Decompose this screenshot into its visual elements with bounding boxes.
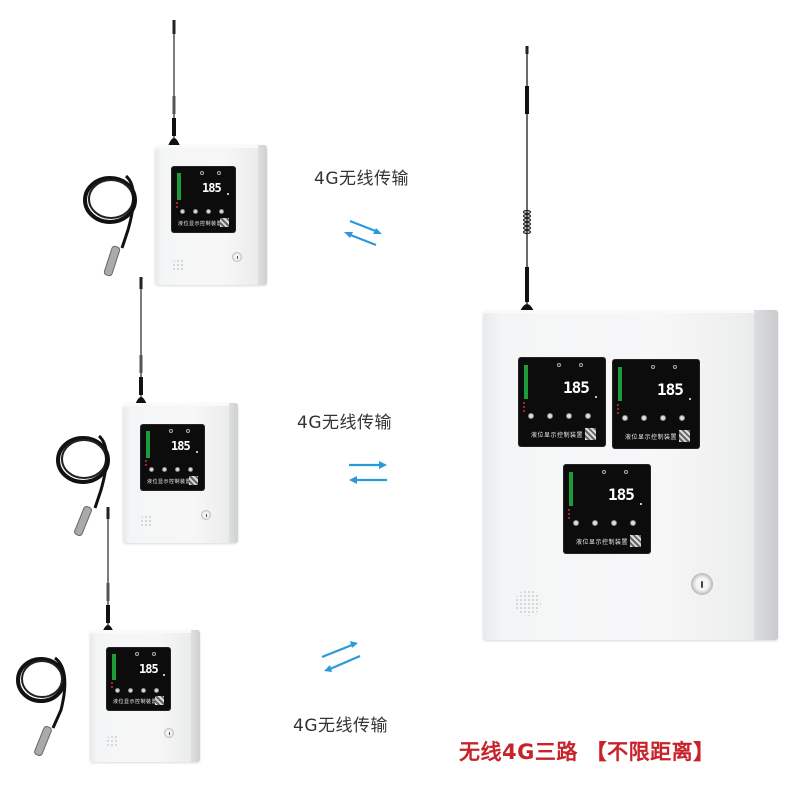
qr-code-icon: [189, 476, 198, 485]
speaker-grille-icon: [140, 515, 153, 528]
remote-unit-3-display-panel: 185 液位显示控制装置: [107, 648, 170, 710]
level-sensor-icon: [83, 174, 137, 277]
level-reading: 185: [202, 181, 222, 195]
button-4[interactable]: [679, 415, 685, 421]
speaker-grille-icon: [515, 590, 541, 616]
button-3[interactable]: [175, 467, 180, 472]
button-1[interactable]: [180, 209, 185, 214]
main-panel-2: 185 液位显示控制装置: [613, 360, 699, 448]
antenna-icon: [135, 277, 147, 405]
product-headline: 无线4G三路 【不限距离】: [459, 740, 715, 764]
button-2[interactable]: [641, 415, 647, 421]
button-2[interactable]: [547, 413, 553, 419]
key-lock-icon[interactable]: [232, 252, 242, 262]
button-1[interactable]: [149, 467, 154, 472]
level-sensor-icon: [56, 434, 110, 537]
key-lock-icon[interactable]: [691, 573, 713, 595]
link-label-top: 4G无线传输: [314, 169, 409, 189]
button-4[interactable]: [630, 520, 636, 526]
button-1[interactable]: [622, 415, 628, 421]
bidirectional-arrow-icon: [349, 461, 387, 484]
bidirectional-arrow-icon: [344, 219, 382, 247]
speaker-grille-icon: [106, 735, 119, 748]
qr-code-icon: [220, 218, 229, 227]
remote-unit-1-display-panel: 185 液位显示控制装置: [172, 167, 235, 232]
bidirectional-arrow-icon: [321, 641, 361, 672]
level-sensor-icon: [16, 656, 67, 757]
panel-title: 液位显示控制装置: [531, 432, 584, 439]
qr-code-icon: [679, 430, 690, 442]
panel-title: 液位显示控制装置: [113, 699, 158, 705]
remote-unit-1-enclosure: 185 液位显示控制装置: [155, 145, 267, 285]
main-panel-3: 185 液位显示控制装置: [564, 465, 650, 553]
antenna-icon: [168, 20, 180, 146]
remote-unit-2-display-panel: 185 液位显示控制装置: [141, 425, 204, 490]
button-4[interactable]: [188, 467, 193, 472]
level-reading: 185: [563, 378, 590, 397]
button-2[interactable]: [193, 209, 198, 214]
speaker-grille-icon: [172, 259, 185, 272]
panel-title: 液位显示控制装置: [576, 539, 629, 546]
panel-title: 液位显示控制装置: [147, 479, 192, 485]
key-lock-icon[interactable]: [164, 728, 174, 738]
button-1[interactable]: [573, 520, 579, 526]
button-3[interactable]: [660, 415, 666, 421]
button-1[interactable]: [115, 688, 120, 693]
antenna-icon: [518, 46, 536, 316]
level-reading: 185: [139, 662, 159, 676]
qr-code-icon: [585, 428, 596, 440]
button-3[interactable]: [566, 413, 572, 419]
level-reading: 185: [608, 485, 635, 504]
main-panel-1: 185 液位显示控制装置: [519, 358, 605, 446]
button-2[interactable]: [162, 467, 167, 472]
link-label-middle: 4G无线传输: [297, 413, 392, 433]
panel-title: 液位显示控制装置: [178, 221, 223, 227]
qr-code-icon: [630, 535, 641, 547]
button-1[interactable]: [528, 413, 534, 419]
remote-unit-3-enclosure: 185 液位显示控制装置: [90, 630, 200, 762]
qr-code-icon: [155, 696, 164, 705]
remote-unit-2-enclosure: 185 液位显示控制装置: [123, 403, 238, 543]
button-2[interactable]: [592, 520, 598, 526]
antenna-icon: [102, 507, 114, 633]
button-4[interactable]: [154, 688, 159, 693]
main-unit-enclosure: 185 液位显示控制装置 185 液位显示控制装置 185: [483, 310, 778, 640]
key-lock-icon[interactable]: [201, 510, 211, 520]
button-2[interactable]: [128, 688, 133, 693]
button-3[interactable]: [611, 520, 617, 526]
button-4[interactable]: [585, 413, 591, 419]
button-4[interactable]: [219, 209, 224, 214]
button-3[interactable]: [141, 688, 146, 693]
level-reading: 185: [171, 439, 191, 453]
link-label-bottom: 4G无线传输: [293, 716, 388, 736]
level-reading: 185: [657, 380, 684, 399]
panel-title: 液位显示控制装置: [625, 434, 678, 441]
button-3[interactable]: [206, 209, 211, 214]
